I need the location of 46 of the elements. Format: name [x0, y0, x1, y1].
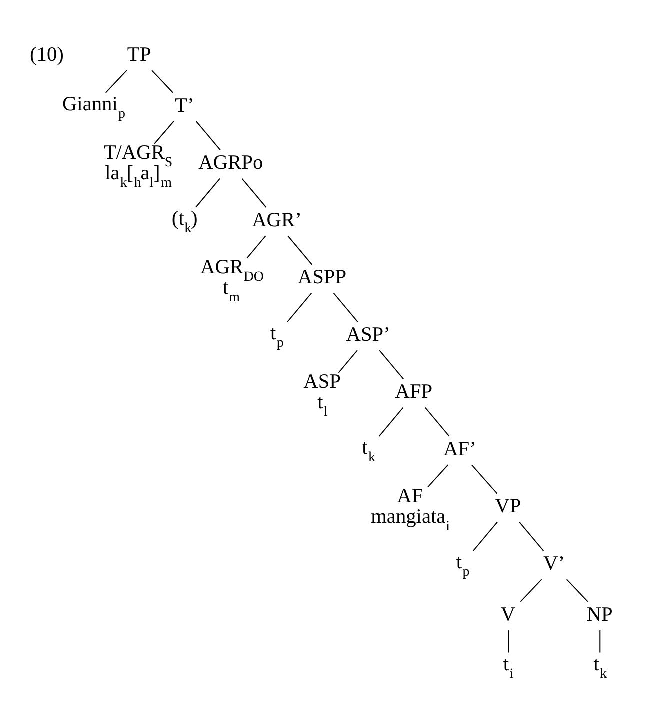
connector [378, 408, 404, 437]
connector [154, 121, 174, 144]
node-text: AF’ [444, 438, 476, 460]
connector [473, 522, 498, 552]
node-text: t$_{k}$ [362, 437, 376, 466]
connector [519, 522, 544, 552]
node-text: T’ [175, 94, 194, 117]
node-text: NP [586, 604, 613, 626]
connector [428, 464, 449, 488]
connector [566, 579, 588, 602]
node-text: ASP t$_{l}$ [304, 370, 341, 420]
connector [196, 178, 220, 208]
node-text: ASP’ [346, 324, 390, 346]
connector [246, 236, 266, 259]
connector [333, 292, 358, 322]
node-text: VP [495, 496, 522, 518]
connector [242, 178, 267, 208]
node-text: t$_{i}$ [503, 653, 514, 682]
connector [196, 121, 221, 151]
connector [379, 350, 404, 380]
node-text: AGR$_{DO}$ t$_{m}$ [200, 256, 264, 306]
node-text: AF mangiata$_{i}$ [371, 486, 450, 534]
connector [508, 630, 510, 653]
connector [338, 350, 358, 374]
node-text: t$_{p}$ [270, 322, 284, 352]
connector [425, 408, 450, 437]
node-text: V [500, 604, 516, 626]
node-text: ASPP [298, 266, 347, 289]
node-text: Gianni$_{p}$ [62, 94, 126, 122]
node-text: t$_{p}$ [456, 552, 470, 580]
node-text: AGRPo [198, 152, 264, 174]
connector [152, 70, 174, 94]
connector [471, 464, 498, 494]
connector [288, 236, 312, 266]
connector [520, 579, 542, 602]
node-text: V’ [544, 552, 565, 575]
connector [600, 630, 601, 653]
node-text: t$_{k}$ [594, 653, 608, 682]
node-text: TP [127, 44, 152, 66]
connector [105, 70, 128, 94]
node-text: (t$_{k}$) [172, 208, 198, 237]
connector [287, 292, 312, 322]
node-text: T/AGR$_{S}$ la$_{k}$[$_{h}$a$_{l}$]$_{m}$ [104, 142, 173, 191]
node-text: AFP [395, 381, 433, 404]
node-text: AGR’ [252, 209, 302, 232]
label: (10) [30, 44, 64, 66]
